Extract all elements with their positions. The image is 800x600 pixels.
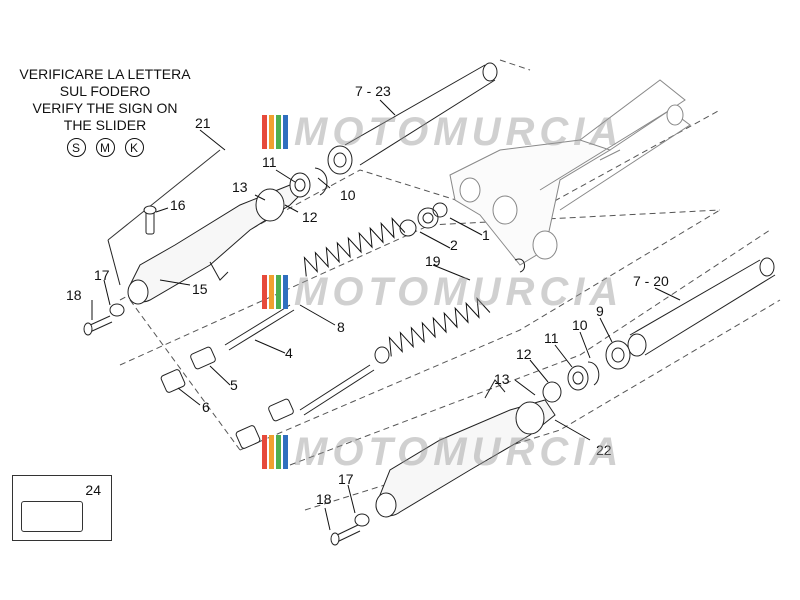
callout-10-left: 10 (340, 187, 356, 203)
watermark-bar-red (262, 435, 267, 469)
bushing-set (399, 202, 526, 273)
slider-sign-note: VERIFICARE LA LETTERA SUL FODERO VERIFY … (0, 66, 210, 157)
badge-s: S (66, 138, 86, 157)
watermark-bar-red (262, 275, 267, 309)
note-line-3: VERIFY THE SIGN ON (32, 100, 178, 116)
watermark-text: MOTOMURCIA (294, 269, 624, 314)
callout-21: 21 (195, 115, 211, 131)
right-stanchion-tube (627, 257, 776, 357)
kit-label-plate (21, 501, 83, 532)
watermark-bar-blue (283, 275, 288, 309)
slider-sign-badges: S M K (0, 138, 210, 157)
callout-18-lower: 18 (316, 491, 332, 507)
left-fork-slider (107, 149, 301, 305)
callout-2: 2 (450, 237, 458, 253)
bolt-18-upper (83, 303, 125, 336)
right-fork-slider (375, 379, 556, 518)
callout-5: 5 (230, 377, 238, 393)
right-seal-set (542, 340, 631, 403)
triple-clamp-assembly (449, 79, 691, 266)
kit-box-24: 24 (12, 475, 112, 541)
watermark-middle: MOTOMURCIA (262, 269, 624, 314)
callout-17-upper: 17 (94, 267, 110, 283)
callout-16: 16 (170, 197, 186, 213)
watermark-bottom: MOTOMURCIA (262, 429, 624, 474)
badge-k: K (124, 138, 144, 157)
callout-9: 9 (596, 303, 604, 319)
watermark-bar-blue (283, 115, 288, 149)
bolt-16 (143, 205, 157, 235)
callout-8: 8 (337, 319, 345, 335)
callout-22: 22 (596, 442, 612, 458)
callout-17-lower: 17 (338, 471, 354, 487)
left-stanchion-tube (344, 62, 498, 166)
watermark-bar-green (276, 115, 281, 149)
lower-assembly-guide (289, 229, 781, 511)
watermark-bar-blue (283, 435, 288, 469)
watermark-bar-orange (269, 435, 274, 469)
watermark-text: MOTOMURCIA (294, 429, 624, 474)
note-line-2: SUL FODERO (59, 83, 151, 99)
callout-7-20: 7 - 20 (633, 273, 669, 289)
callout-11-right: 11 (544, 330, 559, 346)
watermark-bar-green (276, 435, 281, 469)
callout-7-23: 7 - 23 (355, 83, 391, 99)
watermark-bar-orange (269, 275, 274, 309)
callout-11-left: 11 (262, 154, 277, 170)
left-seal-set (289, 145, 353, 198)
left-fork-spring (303, 217, 406, 277)
watermark-bar-red (262, 115, 267, 149)
watermark-color-bars (262, 435, 288, 469)
watermark-bar-green (276, 275, 281, 309)
bolt-18-lower (330, 513, 370, 546)
watermark-color-bars (262, 115, 288, 149)
rebound-springs-and-caps (160, 346, 294, 449)
note-line-1: VERIFICARE LA LETTERA (19, 66, 191, 82)
watermark-top: MOTOMURCIA (262, 109, 624, 154)
callout-13-left: 13 (232, 179, 248, 195)
callout-6: 6 (202, 399, 210, 415)
watermark-bar-orange (269, 115, 274, 149)
right-fork-spring (388, 297, 491, 357)
callout-12-left: 12 (302, 209, 318, 225)
callout-13-right: 13 (494, 371, 510, 387)
note-line-4: THE SLIDER (63, 117, 147, 133)
damper-rods (224, 304, 390, 416)
callout-1: 1 (482, 227, 490, 243)
watermark-color-bars (262, 275, 288, 309)
callout-leader-lines (91, 99, 681, 531)
callout-labels: 7 - 23 21 11 10 13 12 16 17 18 15 2 1 19… (66, 83, 669, 507)
callout-19: 19 (425, 253, 441, 269)
callout-12-right: 12 (516, 346, 532, 362)
callout-4: 4 (285, 345, 293, 361)
kit-number: 24 (85, 482, 101, 498)
callout-18-upper: 18 (66, 287, 82, 303)
badge-m: M (95, 138, 115, 157)
callout-15: 15 (192, 281, 208, 297)
watermark-text: MOTOMURCIA (294, 109, 624, 154)
callout-10-right: 10 (572, 317, 588, 333)
